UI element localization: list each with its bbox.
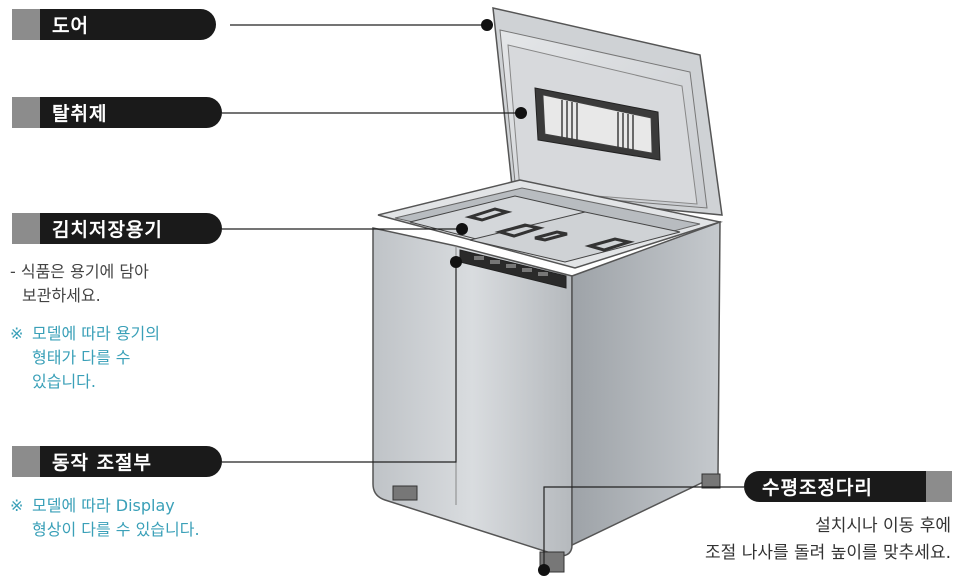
container-model-note-3: 있습니다. xyxy=(32,372,96,391)
label-door: 도어 xyxy=(12,9,216,40)
cabinet-top xyxy=(377,179,723,269)
container-model-note-1: 모델에 따라 용기의 xyxy=(32,324,160,343)
control-model-note-1: 모델에 따라 Display xyxy=(32,496,175,515)
container-note-line2: 보관하세요. xyxy=(22,286,101,305)
container-note: - 식품은 용기에 담아 보관하세요. xyxy=(10,260,149,308)
control-model-note-2: 형상이 다를 수 있습니다. xyxy=(32,520,200,539)
cabinet-side xyxy=(571,220,721,547)
label-leveling-leg: 수평조정다리 xyxy=(744,471,952,502)
container-model-note-2: 형태가 다를 수 xyxy=(32,348,131,367)
leveling-leg-note-2: 조절 나사를 돌려 높이를 맞추세요. xyxy=(705,543,951,563)
container-note-line1: - 식품은 용기에 담아 xyxy=(10,262,149,281)
label-deodorizer-text: 탈취제 xyxy=(40,97,222,128)
label-door-text: 도어 xyxy=(40,9,216,40)
leader-lines xyxy=(222,24,744,570)
leader-dots xyxy=(450,19,550,576)
label-container: 김치저장용기 xyxy=(12,213,222,244)
label-leveling-leg-text: 수평조정다리 xyxy=(744,471,926,502)
leveling-leg-note: 설치시나 이동 후에 조절 나사를 돌려 높이를 맞추세요. xyxy=(705,513,951,567)
note-mark: ※ xyxy=(10,324,24,343)
cabinet-front xyxy=(372,227,573,557)
container-model-note: ※ 모델에 따라 용기의 형태가 다를 수 있습니다. xyxy=(10,322,160,394)
label-control: 동작 조절부 xyxy=(12,446,222,477)
leveling-leg-note-1: 설치시나 이동 후에 xyxy=(815,516,951,536)
deodorizer-panel xyxy=(534,87,661,161)
label-container-text: 김치저장용기 xyxy=(40,213,222,244)
control-model-note: ※ 모델에 따라 Display 형상이 다를 수 있습니다. xyxy=(10,494,200,542)
label-deodorizer: 탈취제 xyxy=(12,97,222,128)
note-mark: ※ xyxy=(10,496,24,515)
label-control-text: 동작 조절부 xyxy=(40,446,222,477)
